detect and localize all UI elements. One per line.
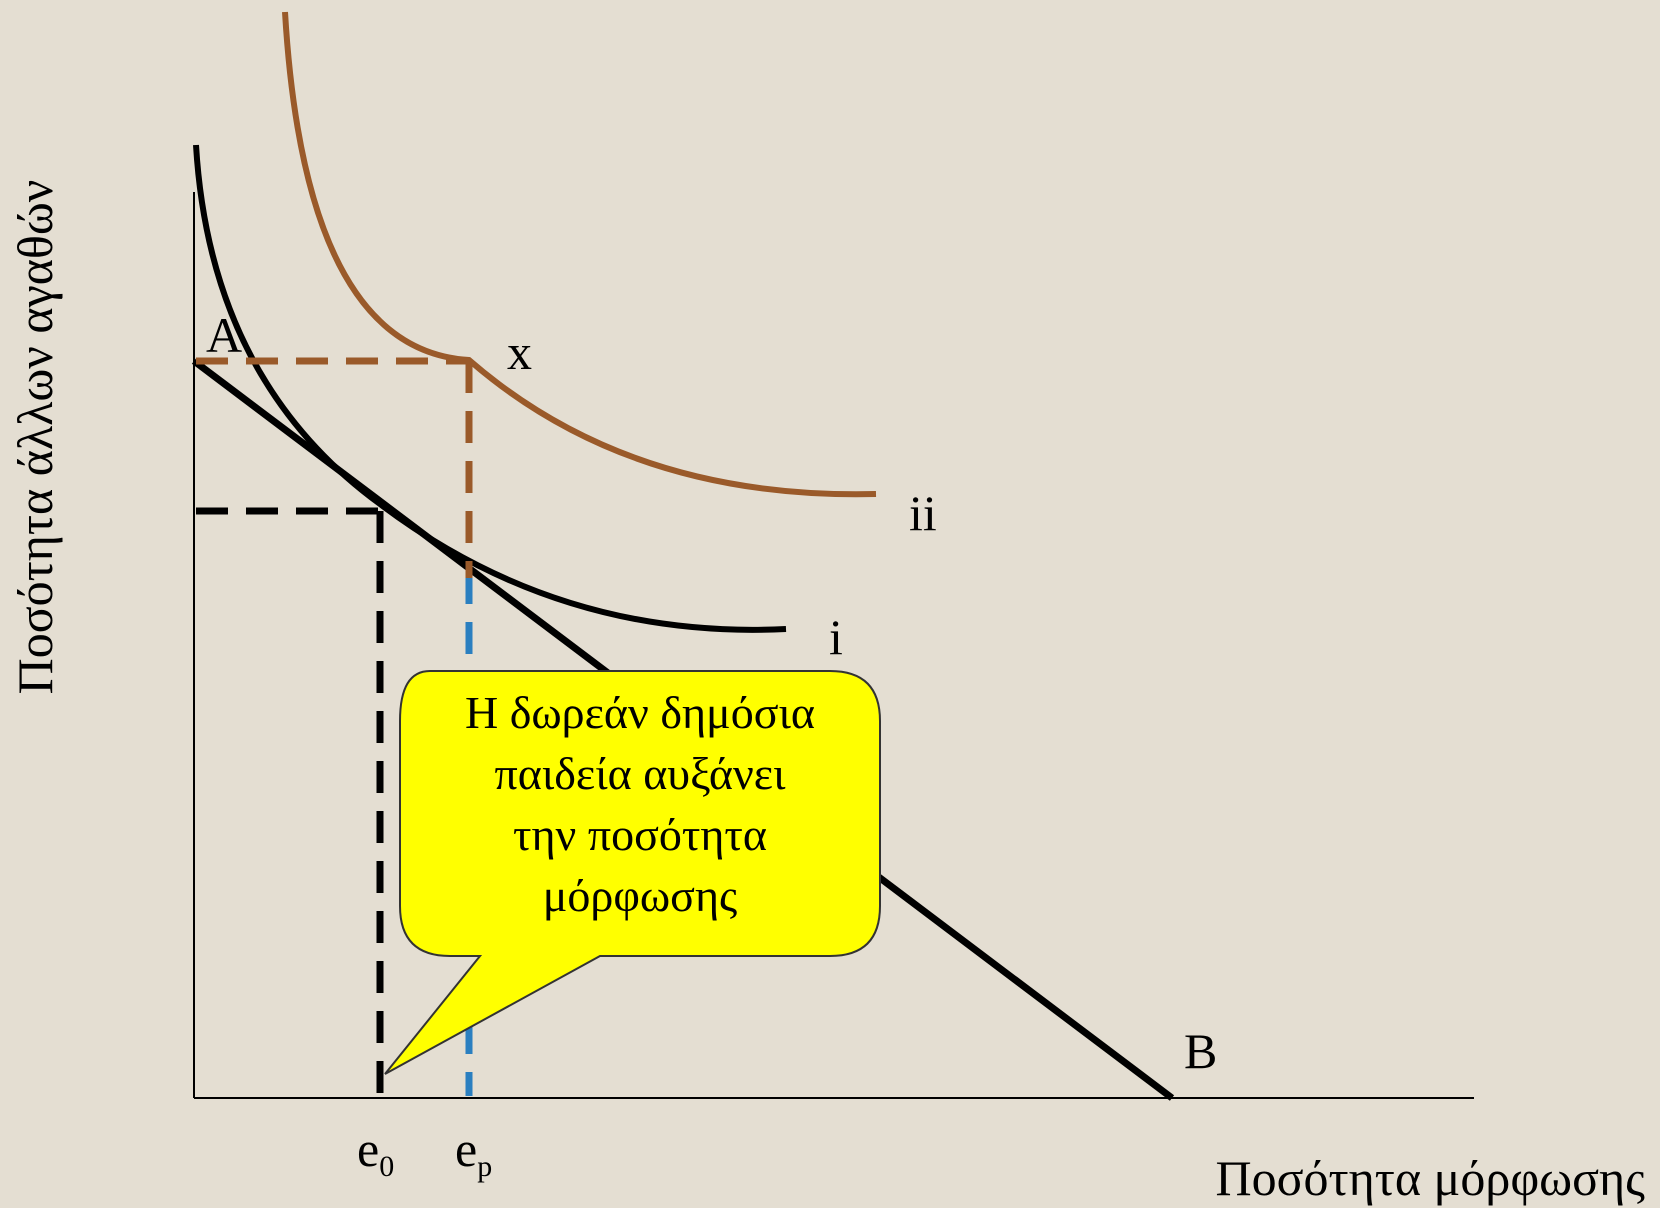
point-B-label: B	[1184, 1023, 1217, 1079]
tick-e0-label: e0	[357, 1121, 394, 1183]
callout-line-2: παιδεία αυξάνει	[494, 748, 786, 799]
point-A-label: A	[206, 307, 242, 363]
callout-line-4: μόρφωσης	[542, 870, 738, 921]
curve-i-label: i	[829, 609, 843, 665]
callout-line-1: Η δωρεάν δημόσια	[464, 687, 815, 738]
tick-ep-subscript: p	[477, 1150, 492, 1183]
tick-ep-base: e	[455, 1121, 477, 1177]
indifference-curve-ii	[282, 11, 877, 498]
callout-line-3: την ποσότητα	[513, 809, 767, 860]
callout-bubble	[384, 670, 881, 1075]
y-axis-title: Ποσότητα άλλων αγαθών	[7, 180, 63, 695]
tick-e0-base: e	[357, 1121, 379, 1177]
tick-ep-label: ep	[455, 1121, 492, 1183]
tick-e0-subscript: 0	[379, 1150, 394, 1183]
point-x-label: x	[507, 324, 532, 380]
x-axis-title: Ποσότητα μόρφωσης	[1215, 1150, 1645, 1206]
callout-text: Η δωρεάν δημόσια παιδεία αυξάνει την ποσ…	[400, 682, 880, 926]
indifference-curve-i	[193, 144, 787, 633]
curve-ii-label: ii	[909, 485, 937, 541]
